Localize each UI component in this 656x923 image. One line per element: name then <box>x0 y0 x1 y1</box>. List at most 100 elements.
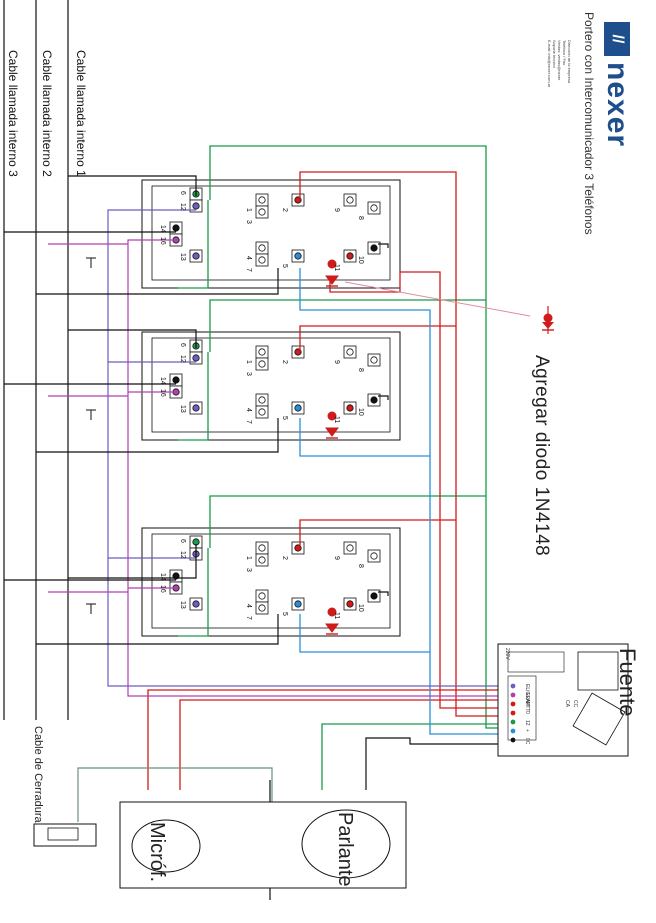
contact-line: Ventas: ventas@nexer <box>557 40 562 81</box>
terminal-screw <box>294 600 302 608</box>
speaker-label: Parlante <box>334 812 356 887</box>
terminal-number: 5 <box>281 264 288 268</box>
blue-wires <box>299 268 510 735</box>
terminal-number: 10 <box>357 256 364 264</box>
supply-terminal-dot <box>510 719 516 725</box>
terminal-screw <box>346 348 354 356</box>
terminal-screw <box>258 256 266 264</box>
supply-terminal-label: + <box>524 729 530 732</box>
brand-name: nexer <box>601 62 634 148</box>
terminal-number: 13 <box>179 253 186 261</box>
terminal-screw <box>370 396 378 404</box>
terminal-number: 1 <box>245 208 252 212</box>
terminal-screw <box>370 204 378 212</box>
terminal-number: 14 <box>159 573 166 581</box>
terminal-screw <box>258 244 266 252</box>
terminal-screw <box>258 592 266 600</box>
phone-block-2 <box>141 331 401 441</box>
terminal-number: 8 <box>357 216 364 220</box>
red-wires <box>147 171 510 790</box>
terminal-screw <box>258 208 266 216</box>
terminal-screw <box>258 196 266 204</box>
supply-side-label-cc: CC <box>572 700 578 708</box>
diagram-subtitle: Portero con Intercomunicador 3 Teléfonos <box>582 12 596 235</box>
supply-voltage-label: 220V <box>504 648 510 660</box>
diode-symbol-note <box>542 306 554 334</box>
terminal-number: 3 <box>245 568 252 572</box>
terminal-number: 9 <box>333 208 340 212</box>
terminal-screw <box>346 196 354 204</box>
terminal-screw <box>258 396 266 404</box>
power-supply-label: Fuente <box>615 648 640 717</box>
cable-label-1: Cable llamada interno 1 <box>74 50 88 177</box>
terminal-number: 6 <box>179 539 186 543</box>
terminal-number: 16 <box>159 585 166 593</box>
terminal-number: 12 <box>179 355 186 363</box>
terminal-number: 5 <box>281 612 288 616</box>
diodes <box>325 259 339 635</box>
terminal-number: 9 <box>333 556 340 560</box>
supply-side-label-ca: CA <box>564 700 570 707</box>
supply-terminal-label: 0C <box>524 738 530 745</box>
terminal-number: 8 <box>357 368 364 372</box>
terminal-screw <box>370 552 378 560</box>
lock-box <box>33 823 97 847</box>
terminal-screw <box>258 544 266 552</box>
terminal-number: 12 <box>179 203 186 211</box>
power-supply-box <box>497 643 629 757</box>
terminal-number: 7 <box>245 268 252 272</box>
terminal-number: 14 <box>159 377 166 385</box>
contact-line: E-mail: info@nexer.com.ar <box>547 40 552 88</box>
terminal-screw <box>172 224 180 232</box>
terminal-number: 11 <box>333 612 340 620</box>
terminal-number: 2 <box>281 360 288 364</box>
contact-line: Dirección de la empresa <box>567 40 572 84</box>
terminal-number: 1 <box>245 556 252 560</box>
terminal-screw <box>172 376 180 384</box>
terminal-number: 9 <box>333 360 340 364</box>
terminal-number: 13 <box>179 601 186 609</box>
terminal-screw <box>258 360 266 368</box>
diode-leader-line <box>344 281 531 317</box>
terminal-number: 4 <box>245 256 252 260</box>
supply-terminal-dot <box>510 683 516 689</box>
terminal-number: 16 <box>159 237 166 245</box>
terminal-screw <box>258 556 266 564</box>
lock-cable-label: Cable de Cerradura <box>32 726 44 823</box>
terminal-screw <box>346 600 354 608</box>
terminal-number: 11 <box>333 264 340 272</box>
supply-terminal-dot <box>510 692 516 698</box>
terminal-number: 3 <box>245 372 252 376</box>
brand-logo: // nexer <box>600 22 634 147</box>
black-wires <box>4 175 510 900</box>
terminal-screw <box>346 544 354 552</box>
terminal-screw <box>258 408 266 416</box>
terminal-screw <box>370 592 378 600</box>
green-wires <box>178 145 510 790</box>
supply-terminal-dot <box>510 737 516 743</box>
terminal-screw <box>346 252 354 260</box>
terminal-number: 6 <box>179 343 186 347</box>
terminal-number: 10 <box>357 604 364 612</box>
terminal-screw <box>192 600 200 608</box>
brand-mark-icon: // <box>604 22 630 56</box>
supply-terminal-dots <box>510 683 516 743</box>
terminal-number: 7 <box>245 616 252 620</box>
terminal-number: 13 <box>179 405 186 413</box>
terminal-number: 14 <box>159 225 166 233</box>
terminal-screw <box>192 354 200 362</box>
diode-note: Agregar diodo 1N4148 <box>531 355 552 557</box>
supply-terminal-dot <box>510 710 516 716</box>
cable-bus <box>3 0 69 720</box>
terminal-blocks <box>169 187 381 615</box>
terminal-screw <box>258 348 266 356</box>
terminal-number: 2 <box>281 556 288 560</box>
terminal-screw <box>294 252 302 260</box>
terminal-number: 12 <box>179 551 186 559</box>
terminal-screw <box>370 356 378 364</box>
terminal-number: 7 <box>245 420 252 424</box>
phone-block-1 <box>141 179 401 289</box>
terminal-number: 2 <box>281 208 288 212</box>
microphone-label: Micróf. <box>146 822 168 882</box>
